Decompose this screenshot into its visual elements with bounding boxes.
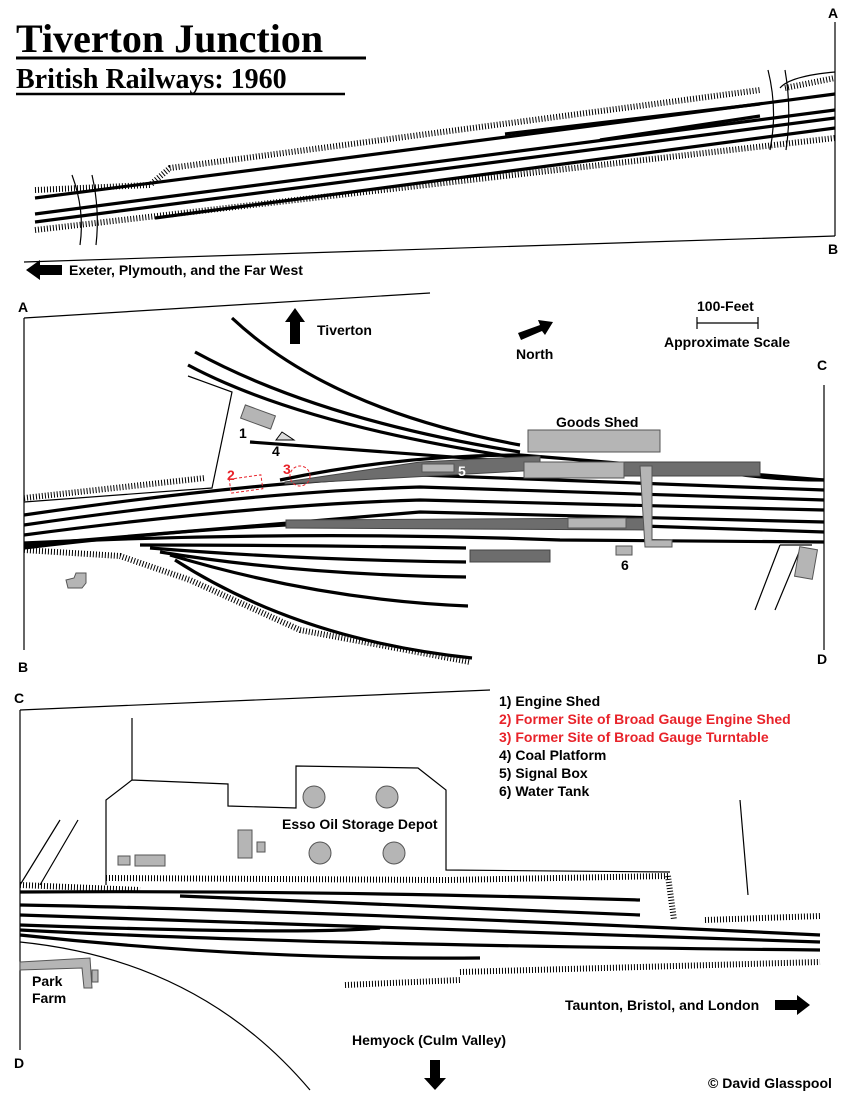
oil-tank — [382, 841, 406, 865]
scale-label: Approximate Scale — [664, 334, 790, 350]
marker-a: A — [18, 299, 28, 315]
depot-building — [237, 829, 253, 859]
station-building — [523, 461, 625, 479]
park-farm-building — [19, 957, 93, 989]
arrow-right-icon — [775, 995, 810, 1015]
marker-6: 6 — [621, 557, 629, 573]
oil-tank — [302, 785, 326, 809]
dock-platform — [469, 549, 551, 563]
marker-1: 1 — [239, 425, 247, 441]
building-east — [793, 546, 819, 580]
legend: 1) Engine Shed 2) Former Site of Broad G… — [499, 693, 791, 799]
diagram-title: Tiverton Junction — [16, 16, 323, 61]
park-farm-outbuilding — [91, 969, 99, 983]
east-label: Taunton, Bristol, and London — [565, 997, 759, 1013]
west-label: Exeter, Plymouth, and the Far West — [69, 262, 303, 278]
marker-c: C — [817, 357, 827, 373]
hemyock-direction: Hemyock (Culm Valley) — [352, 1032, 506, 1090]
legend-item: 2) Former Site of Broad Gauge Engine She… — [499, 711, 791, 727]
depot-building — [134, 854, 166, 867]
marker-d: D — [817, 651, 827, 667]
marker-b: B — [18, 659, 28, 675]
marker-4: 4 — [272, 443, 280, 459]
coal-platform — [275, 431, 296, 441]
arrow-left-icon — [26, 260, 62, 280]
former-broad-gauge-turntable — [289, 465, 311, 487]
legend-item: 1) Engine Shed — [499, 693, 600, 709]
panel-c-d: C D Esso Oil Storage Depot Park Farm — [14, 689, 821, 1091]
arrow-down-icon — [424, 1060, 446, 1090]
panel-a-b: A B — [23, 5, 838, 263]
diagram-subtitle: British Railways: 1960 — [16, 64, 287, 95]
marker-2: 2 — [227, 467, 235, 483]
legend-item: 6) Water Tank — [499, 783, 589, 799]
signal-box — [421, 463, 455, 473]
oil-tank — [308, 841, 332, 865]
north-label: North — [516, 346, 553, 362]
legend-item: 4) Coal Platform — [499, 747, 606, 763]
legend-item: 5) Signal Box — [499, 765, 588, 781]
west-direction: Exeter, Plymouth, and the Far West — [26, 260, 303, 280]
water-tank — [615, 545, 633, 556]
scale-length: 100-Feet — [697, 298, 754, 314]
platform-building — [567, 517, 627, 529]
marker-c-bottom: C — [14, 690, 24, 706]
depot-building — [117, 855, 131, 866]
north-indicator: North — [516, 320, 553, 362]
former-broad-gauge-engine-shed — [228, 474, 264, 494]
east-direction: Taunton, Bristol, and London — [565, 995, 810, 1015]
goods-shed-label: Goods Shed — [556, 414, 638, 430]
tiverton-label: Tiverton — [317, 322, 372, 338]
copyright: © David Glasspool — [708, 1075, 832, 1091]
park-farm-label-1: Park — [32, 973, 63, 989]
hemyock-label: Hemyock (Culm Valley) — [352, 1032, 506, 1048]
legend-item: 3) Former Site of Broad Gauge Turntable — [499, 729, 769, 745]
marker-5: 5 — [458, 463, 466, 479]
north-arrow-icon — [518, 320, 553, 340]
marker-3: 3 — [283, 461, 291, 477]
panel-a-d: A B C D — [18, 292, 827, 675]
marker-a-top: A — [828, 5, 838, 21]
footbridge — [639, 465, 673, 548]
engine-shed — [239, 404, 277, 430]
park-farm-label-2: Farm — [32, 990, 66, 1006]
depot-building — [256, 841, 266, 853]
arrow-up-icon — [285, 308, 305, 344]
building-south — [65, 572, 87, 589]
tiverton-direction: Tiverton — [285, 308, 372, 344]
oil-tank — [375, 785, 399, 809]
esso-label: Esso Oil Storage Depot — [282, 816, 438, 832]
goods-shed — [527, 429, 661, 453]
marker-d-bottom: D — [14, 1055, 24, 1071]
scale-bar: 100-Feet Approximate Scale — [664, 298, 790, 350]
marker-b-top: B — [828, 241, 838, 257]
